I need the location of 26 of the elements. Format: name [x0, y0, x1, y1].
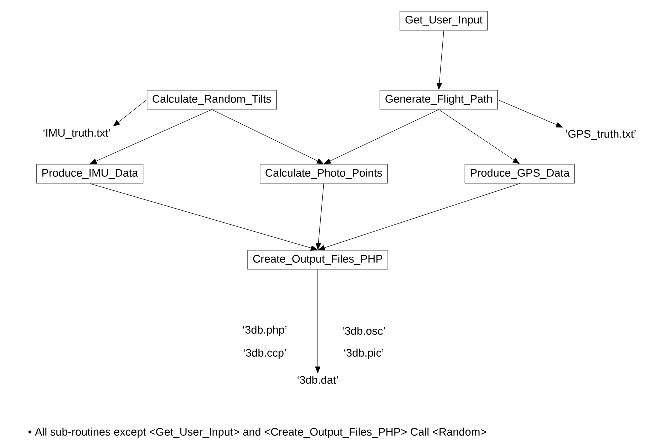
process-box: Produce_GPS_Data: [464, 164, 576, 184]
file-name: ‘3db.dat’: [298, 376, 338, 384]
arrow: [324, 110, 440, 164]
arrow: [212, 110, 324, 164]
file-name: ‘3db.pic’: [344, 348, 384, 360]
process-box: Calculate_Photo_Points: [260, 164, 388, 184]
arrow: [90, 110, 212, 164]
process-box: Get_User_Input: [400, 11, 488, 31]
arrow: [498, 100, 563, 128]
file-name: ‘IMU_truth.txt’: [44, 128, 110, 140]
file-name: ‘3db.osc’: [342, 326, 386, 336]
arrow: [315, 270, 321, 374]
file-name: ‘GPS_truth.txt’: [566, 130, 636, 140]
arrow: [113, 100, 148, 127]
file-name: ‘3db.ccp’: [244, 348, 286, 360]
arrow: [316, 184, 324, 250]
file-name: ‘3db.php’: [243, 326, 287, 336]
process-box: Create_Output_Files_PHP: [248, 250, 388, 270]
arrow: [90, 184, 318, 251]
arrow: [438, 110, 520, 164]
process-box: Produce_IMU_Data: [36, 164, 144, 184]
process-box: Calculate_Random_Tilts: [147, 90, 278, 110]
process-box: Generate_Flight_Path: [380, 90, 498, 110]
note: • All sub-routines except <Get_User_Input> and <Create_Output_Files_PHP> Call <Random>: [28, 428, 486, 438]
arrow: [318, 184, 520, 251]
arrow: [436, 30, 444, 90]
